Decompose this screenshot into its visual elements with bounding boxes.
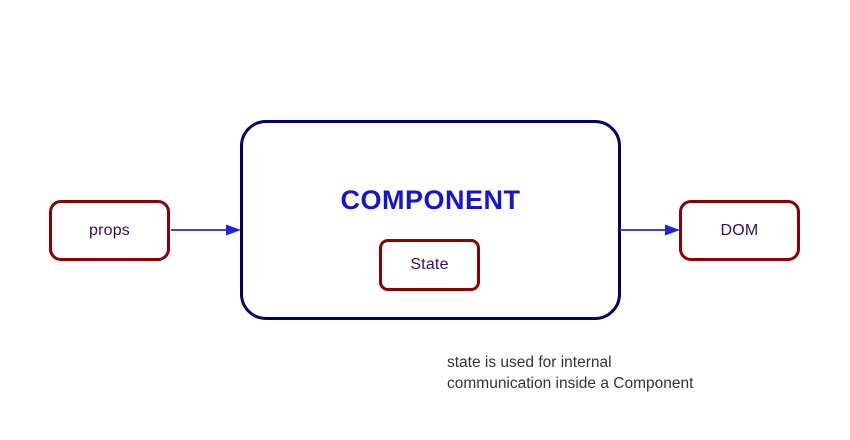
node-component-label: COMPONENT: [340, 185, 521, 215]
node-dom-label: DOM: [720, 221, 759, 239]
node-props[interactable]: props: [49, 200, 170, 261]
caption-line-2: communication inside a Component: [447, 375, 694, 392]
node-state[interactable]: State: [379, 239, 480, 291]
node-props-label: props: [88, 221, 131, 239]
node-dom[interactable]: DOM: [679, 200, 800, 261]
caption-line-1: state is used for internal: [447, 354, 612, 371]
arrow-component-to-dom-icon: [620, 224, 680, 236]
node-state-label: State: [410, 256, 449, 273]
diagram-caption: state is used for internal communication…: [447, 352, 807, 394]
node-component[interactable]: COMPONENT: [240, 120, 621, 320]
arrow-props-to-component-icon: [171, 224, 241, 236]
